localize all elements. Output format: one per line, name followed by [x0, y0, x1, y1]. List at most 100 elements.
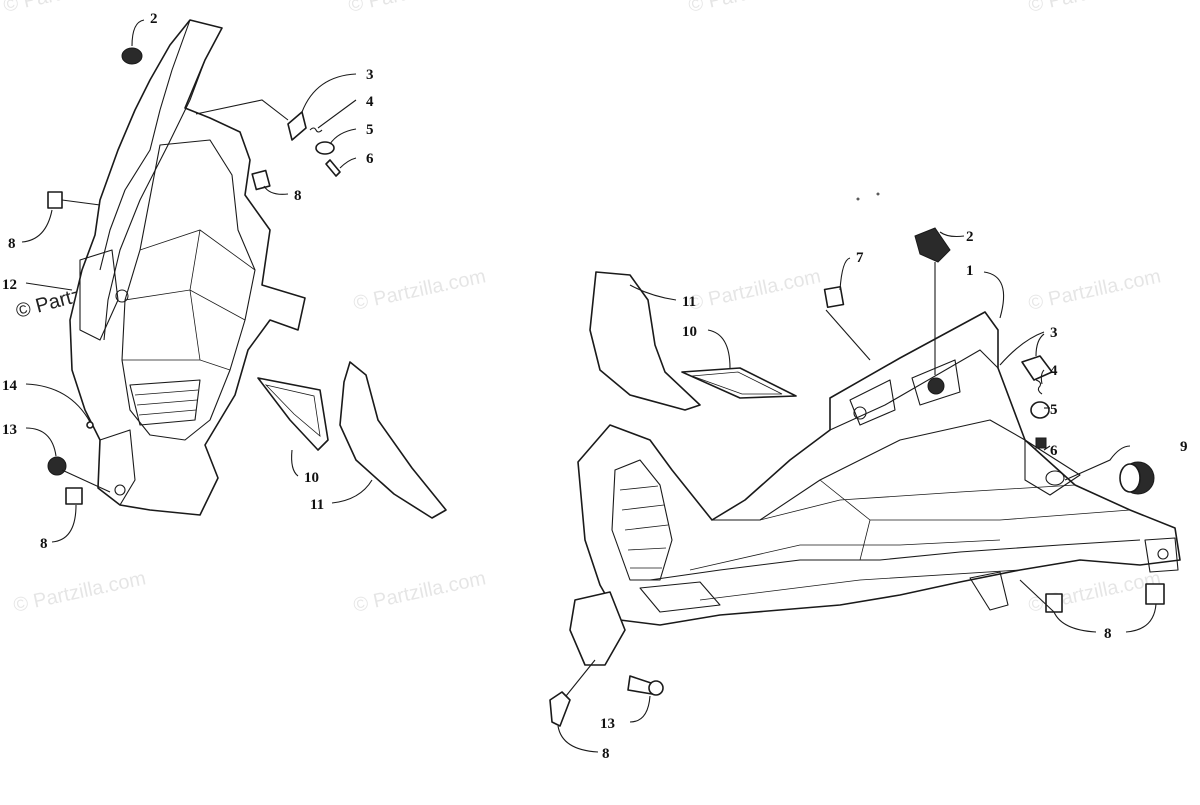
windshield-part-11 [339, 361, 447, 519]
window-part-10-inner [691, 371, 783, 395]
right-hood-assembly [549, 192, 1181, 727]
leader [131, 19, 145, 47]
callout-11: 11 [682, 294, 696, 310]
leader [329, 128, 357, 145]
right-hood-facet [689, 479, 1131, 601]
callout-3: 3 [1050, 325, 1058, 341]
leader [51, 504, 77, 543]
leader [1125, 603, 1157, 633]
right-hood-lip [569, 591, 626, 666]
callout-11: 11 [310, 497, 324, 513]
leader [339, 157, 357, 169]
watermark: © Partzilla.com [1026, 0, 1162, 17]
window-part-10 [257, 377, 329, 451]
clip-part-3 [287, 111, 307, 141]
callout-1: 1 [966, 263, 974, 279]
clip-part-7 [823, 285, 845, 309]
right-hood-mount [849, 379, 896, 426]
speck [876, 192, 880, 196]
callout-8: 8 [602, 746, 610, 762]
watermark: © Partzilla.com [686, 0, 822, 17]
leader [939, 231, 965, 238]
washer-part-5 [315, 141, 335, 155]
leader [21, 209, 53, 243]
right-hood-edge [712, 419, 1026, 521]
clip-part-8 [65, 487, 83, 505]
right-hood-tab-hole [1045, 470, 1065, 486]
callout-10: 10 [682, 324, 697, 340]
left-hood-hole [115, 289, 129, 303]
leader [25, 427, 57, 457]
right-hood-end-tab [1144, 537, 1179, 573]
callout-12: 12 [2, 277, 17, 293]
right-hood-bracket [969, 571, 1009, 611]
leader [263, 185, 289, 195]
leader [301, 73, 357, 113]
watermark: © Partzilla.com [686, 265, 822, 315]
callout-10: 10 [304, 470, 319, 486]
left-hood-ridge-2 [103, 59, 206, 341]
leader [25, 383, 91, 423]
leader [331, 479, 373, 504]
left-leaders [21, 19, 373, 543]
nut-part-13 [47, 456, 67, 476]
clip-part-8 [1145, 583, 1165, 605]
leader [1019, 579, 1055, 613]
leader [195, 99, 289, 121]
watermark: © Partzilla.com [351, 567, 487, 617]
callout-3: 3 [366, 67, 374, 83]
callout-2: 2 [150, 11, 158, 27]
left-callouts: 2 3 4 5 6 8 8 12 14 13 8 10 11 [2, 11, 374, 552]
clip-part-8 [1045, 593, 1063, 613]
left-hood-panel [69, 19, 306, 516]
leader [839, 257, 851, 291]
speck [856, 197, 860, 201]
washer-part-5 [1030, 401, 1050, 419]
right-leaders [557, 231, 1157, 753]
callout-6: 6 [1050, 443, 1058, 459]
callout-13: 13 [2, 422, 17, 438]
callout-4: 4 [366, 94, 374, 110]
bolt-part-6 [325, 159, 341, 177]
window-part-10 [681, 367, 797, 399]
watermark: © Partzilla.com [351, 265, 487, 315]
watermark: © Partzilla.com [1026, 265, 1162, 315]
leader [629, 284, 677, 301]
watermark: © Partzilla.com [346, 0, 482, 17]
leader [983, 271, 1005, 319]
leader [1064, 445, 1131, 481]
leader [629, 695, 651, 723]
watermark: © Partzilla.com [1, 0, 137, 17]
left-hood-scoop [79, 249, 119, 341]
right-hood-end-hole [1157, 548, 1169, 560]
leader [61, 469, 111, 493]
leader [999, 331, 1045, 366]
knob-part-2 [121, 47, 143, 65]
left-hood-vent-slats [134, 389, 199, 416]
right-hood-vent-slats [619, 485, 669, 569]
leader [61, 199, 101, 206]
clip-part-3 [1021, 355, 1053, 381]
leader [825, 309, 871, 361]
grommet-part-9-face [1119, 463, 1141, 493]
leader [25, 282, 73, 291]
leader [1035, 333, 1045, 357]
left-hood-tab [99, 429, 136, 506]
window-part-10-inner [264, 384, 321, 437]
leader [1040, 369, 1045, 385]
left-hood-facet [122, 229, 256, 371]
left-hood-ridge [99, 19, 191, 271]
windshield-part-11 [589, 271, 701, 411]
leader [1053, 611, 1097, 633]
leader [317, 99, 357, 129]
callout-14: 14 [2, 378, 18, 394]
leader [707, 329, 731, 369]
callout-5: 5 [1050, 402, 1058, 418]
clip-part-8 [47, 191, 63, 209]
callout-9: 9 [1180, 439, 1188, 455]
right-callouts: 2 1 7 11 10 3 4 5 6 9 8 13 8 [600, 229, 1188, 762]
screw-part-13-head [648, 680, 664, 696]
right-hood-tab [1024, 439, 1081, 496]
leader [557, 725, 599, 753]
callout-8: 8 [40, 536, 48, 552]
